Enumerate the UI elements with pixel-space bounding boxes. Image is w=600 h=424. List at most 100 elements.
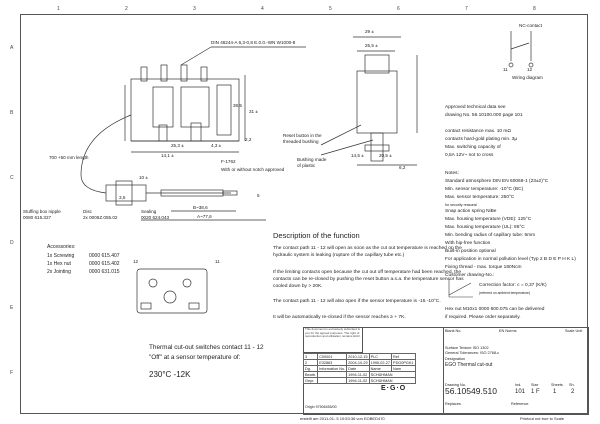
grid-col-1: 1 xyxy=(57,6,60,12)
scale-label: Scale Unit xyxy=(565,329,583,333)
dim-31: 31 ± xyxy=(249,109,258,114)
grid-row-d: D xyxy=(10,240,14,246)
note-line: Max. housing temperature (VDE): 125°C xyxy=(445,217,532,222)
function-p1: The contact path 11 - 12 will open as so… xyxy=(273,246,462,259)
checked-cell: 1994-11-02 xyxy=(346,377,370,384)
wiring-label: Wiring diagram xyxy=(512,75,543,80)
notch-note: With or without notch approved xyxy=(221,167,285,172)
stuffing-label: Stuffing box nipple xyxy=(23,209,61,214)
disc-label: Disc xyxy=(83,209,92,214)
note-line: Max. housing temperature (UL): 85°C xyxy=(445,225,525,230)
grid-col-8: 8 xyxy=(533,6,536,12)
nc-contact-label: NC-contact xyxy=(519,23,542,28)
note-line: For application in normal pollution leve… xyxy=(445,257,576,262)
reset-note-2: threaded bushing xyxy=(283,139,319,144)
dim-6-2: 6,2 xyxy=(399,165,406,170)
grid-row-c: C xyxy=(10,175,14,181)
wiring-diagram xyxy=(508,31,534,68)
blank-no-label: Blank No. xyxy=(445,329,462,333)
note-line: Min. bending radius of capillary tube: 5… xyxy=(445,233,536,238)
reset-note-1: Reset button in the xyxy=(283,133,322,138)
disc-number: 2x 0006Z.055.02 xyxy=(83,215,118,220)
sheetno-label: Sh. xyxy=(569,383,575,387)
grid-row-e: E xyxy=(10,305,14,311)
ego-logo: E·G·O xyxy=(381,385,407,392)
note-line: Fixing thread - max. torque 180Ncm xyxy=(445,265,522,270)
notice-box xyxy=(303,327,363,353)
dim-4-3: 4,3 ± xyxy=(211,143,222,148)
drawing-no-label: Drawing No. xyxy=(445,383,466,387)
size-label: Size xyxy=(531,383,539,387)
f-1762: F-1762 xyxy=(221,159,236,164)
fig-label-11: 11 xyxy=(215,259,220,264)
dim-38-5: 38,5 xyxy=(233,103,242,108)
a-77-6: A~77,6 xyxy=(197,214,212,219)
designation-label: Designation xyxy=(445,357,466,361)
grid-col-4: 4 xyxy=(261,6,264,12)
note-line: With hip-free function xyxy=(445,241,491,246)
dim-3-5: 3,5 xyxy=(119,195,126,200)
en-norm-label: EN Norms xyxy=(499,329,517,333)
checked-cell: SCHÜHMAN xyxy=(368,377,416,384)
accessory-3-num: 0000 631.015 xyxy=(89,269,120,275)
dim-29: 29 ± xyxy=(365,29,374,34)
grid-col-6: 6 xyxy=(397,6,400,12)
length-700: 700 +50 mm length xyxy=(49,155,89,160)
tolerance-label: General Tolerances: ISO 2768-c xyxy=(445,351,500,355)
bushing-note-2: of plastic xyxy=(297,163,316,168)
note-line: Standard atmosphere DIN EN 60068-1 (23±2… xyxy=(445,179,549,184)
grid-col-7: 7 xyxy=(465,6,468,12)
index-label: Ind. xyxy=(515,383,522,387)
accessories-title: Accessories: xyxy=(47,244,76,250)
accessory-2-num: 0000 615.402 xyxy=(89,261,120,267)
switch-line-2: "Off" at a sensor temperature of: xyxy=(149,354,241,361)
title-right xyxy=(443,327,589,415)
switch-value: 230°C -12K xyxy=(149,370,191,379)
drawing-no-value: 56.10549.510 xyxy=(445,386,497,396)
replaces-label: Replaces xyxy=(445,402,461,406)
contact-1: contact resistance max. 10 mΩ xyxy=(445,129,511,134)
hexnut-2: if required. Please order separately. xyxy=(445,315,521,320)
dim-10: 10 ± xyxy=(139,175,148,180)
reference-label: Reference xyxy=(511,402,529,406)
notice-text: This document is exclusively submitted t… xyxy=(305,327,361,339)
dim-25-3: 25,3 ± xyxy=(171,143,184,148)
terminal-12: 12 xyxy=(527,67,533,72)
terminal-11: 11 xyxy=(503,67,508,72)
index-value: 101 xyxy=(515,389,526,395)
drawing-sheet: 1 2 3 4 5 6 7 8 A B C D E F xyxy=(10,6,589,415)
origin-text: Origin 97506455/00 xyxy=(305,405,337,409)
bushing-note-1: Bushing made xyxy=(297,157,327,162)
switch-line-1: Thermal cut-out switches contact 11 - 12 xyxy=(149,344,264,351)
correction-2: (referred on ambient temperature) xyxy=(479,291,531,295)
contact-4: 0,5A 12V~ not to cross xyxy=(445,153,494,158)
accessory-1-num: 0000 615.407 xyxy=(89,253,120,259)
surface-label: Surface Texture ISO 1302 xyxy=(445,346,489,350)
sealing-label: Sealing xyxy=(141,209,157,214)
dim-14-5: 14,5 ± xyxy=(351,153,364,158)
designation-value: EGO Thermal cut-out xyxy=(445,362,493,368)
approved-2: drawing No. 56.10100.000 page 101 xyxy=(445,113,523,118)
fig-label-12: 12 xyxy=(133,259,139,264)
note-line: Snap action spring NiBe xyxy=(445,209,497,214)
grid-row-b: B xyxy=(10,110,14,116)
accessory-2-qty: 1x Hex nut xyxy=(47,261,71,267)
checked-cell: Gepr. xyxy=(302,377,319,384)
sheets-value: 1 xyxy=(553,389,557,395)
function-p4: It will be automatically re-closed if th… xyxy=(273,315,406,320)
correction-graph-icon xyxy=(448,279,473,298)
sealing-number: 0020 624.043 xyxy=(141,215,170,220)
size-value: 1 F xyxy=(531,389,540,395)
contact-3: Max. switching capacity of xyxy=(445,145,501,150)
stuffing-number: 0080 615.327 xyxy=(23,215,52,220)
dim-20-5: 20,5 ± xyxy=(379,153,392,158)
din-label: DIN 46244-A 6,3-0,8 E.0.0.-WN W1000-8 xyxy=(211,40,296,45)
b-38-6: B~38,6 xyxy=(193,205,208,210)
function-p2: If the limiting contacts open because th… xyxy=(273,270,464,290)
note-line: Max. sensor temperature: 250°C xyxy=(445,195,515,200)
grid-col-5: 5 xyxy=(329,6,332,12)
dim-5: 5 xyxy=(257,193,260,198)
function-p3: The contact path 11 - 12 will also open … xyxy=(273,299,441,304)
contact-2: contacts hard-gold plating min. 3µ xyxy=(445,137,518,142)
